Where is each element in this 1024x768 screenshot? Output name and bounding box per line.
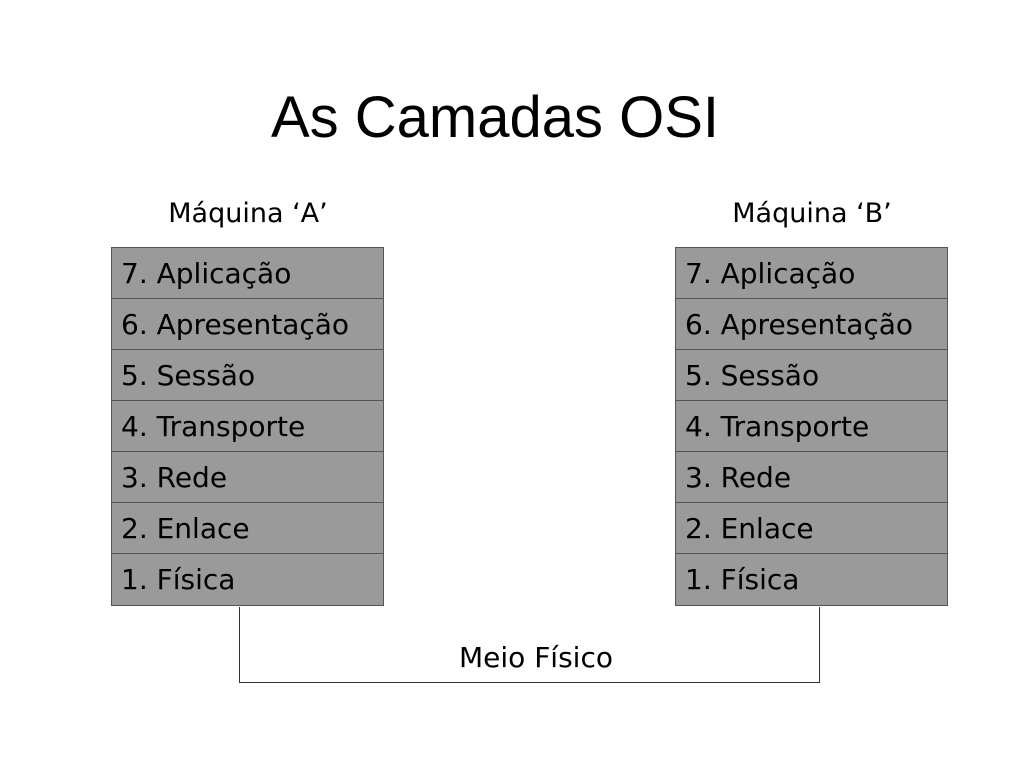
layer-apresentacao: 6. Apresentação [676,299,947,350]
layer-rede: 3. Rede [676,452,947,503]
machine-b-label: Máquina ‘B’ [732,198,892,229]
layer-rede: 3. Rede [112,452,383,503]
physical-medium-label: Meio Físico [459,641,613,674]
layer-sessao: 5. Sessão [676,350,947,401]
layer-enlace: 2. Enlace [676,503,947,554]
machine-a-label: Máquina ‘A’ [168,198,328,229]
layer-apresentacao: 6. Apresentação [112,299,383,350]
layer-fisica: 1. Física [676,554,947,605]
layer-sessao: 5. Sessão [112,350,383,401]
layer-aplicacao: 7. Aplicação [112,248,383,299]
layer-fisica: 1. Física [112,554,383,605]
layer-aplicacao: 7. Aplicação [676,248,947,299]
machine-b-layer-stack: 7. Aplicação 6. Apresentação 5. Sessão 4… [675,247,948,606]
layer-transporte: 4. Transporte [112,401,383,452]
layer-enlace: 2. Enlace [112,503,383,554]
machine-a-layer-stack: 7. Aplicação 6. Apresentação 5. Sessão 4… [111,247,384,606]
layer-transporte: 4. Transporte [676,401,947,452]
slide-title: As Camadas OSI [270,85,720,150]
